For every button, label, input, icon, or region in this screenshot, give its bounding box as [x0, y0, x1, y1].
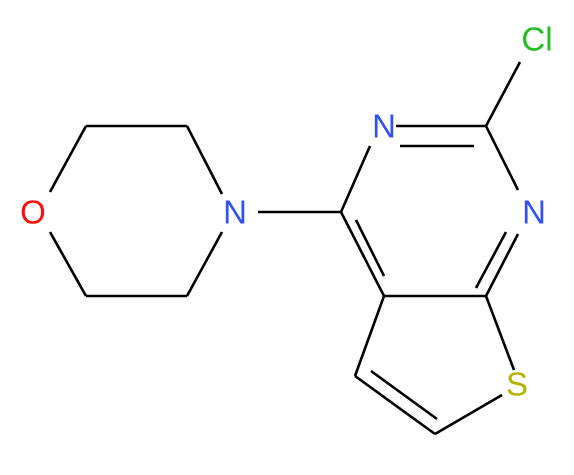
bond-c2-cl	[484, 61, 522, 127]
bond-s-c7a	[484, 295, 516, 371]
atom-label-cl: Cl	[521, 21, 552, 58]
thiophene-ring	[353, 295, 516, 436]
chlorine-label: Cl	[521, 21, 552, 58]
nitrogen-label-right: N	[522, 194, 546, 231]
bond-o-c-lower	[48, 231, 88, 297]
atom-label-morpholine-n: N	[223, 194, 247, 231]
atom-label-s: S	[506, 366, 528, 403]
bond-n1-c7a-inner	[474, 231, 508, 289]
bond-c5-c6-inner	[370, 369, 438, 421]
bond-c4a-c4-inner	[354, 219, 386, 277]
atom-label-o: O	[20, 194, 46, 231]
atom-label-n3: N	[372, 108, 396, 145]
sulfur-label: S	[506, 366, 528, 403]
morpholine-ring	[48, 124, 224, 298]
bond-n-c-upper	[185, 125, 224, 195]
bond-n1-c7a	[484, 233, 520, 297]
bond-c-o-upper	[48, 125, 88, 193]
bond-c-n-lower	[185, 231, 224, 297]
bond-c5-c6-outer	[354, 374, 436, 436]
bond-c2-n1	[484, 125, 520, 191]
bond-c4a-c4-outer	[339, 211, 386, 297]
nitrogen-label-top: N	[372, 108, 396, 145]
bond-c4-n3	[339, 145, 372, 213]
oxygen-label: O	[20, 194, 46, 231]
bond-c4a-c5	[353, 295, 386, 377]
bond-c6-s	[434, 393, 503, 436]
pyrimidine-ring	[339, 124, 520, 298]
atom-label-n1: N	[522, 194, 546, 231]
nitrogen-label-morpholine: N	[223, 194, 247, 231]
